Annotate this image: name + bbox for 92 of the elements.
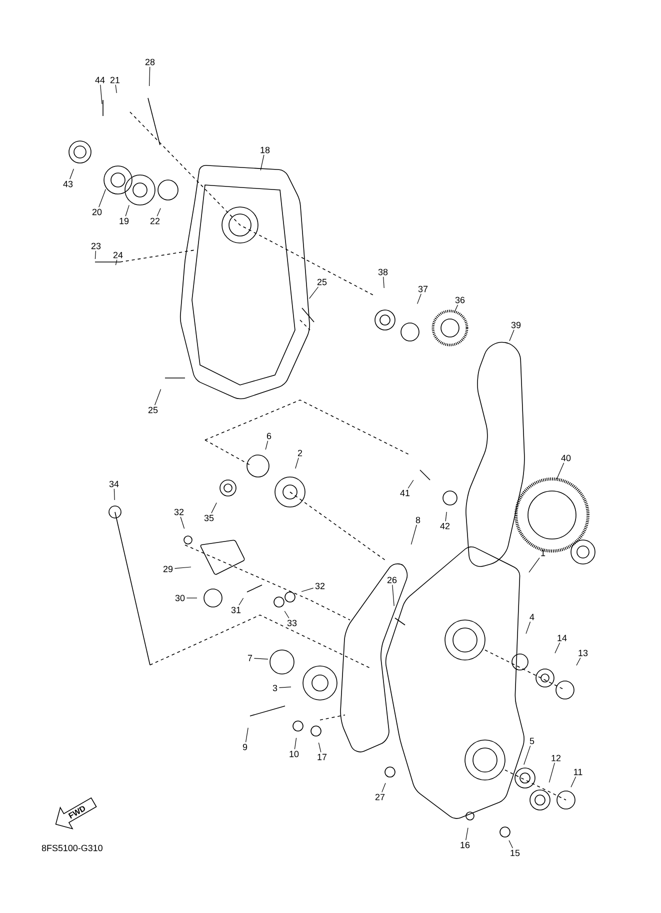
callout-number: 25	[317, 278, 327, 286]
leader-line	[174, 566, 192, 569]
callout-number: 7	[248, 654, 252, 662]
leader-line	[556, 462, 564, 480]
callout-number: 40	[561, 454, 571, 462]
callout-number: 13	[578, 650, 588, 656]
leader-line	[570, 776, 576, 788]
leader-line	[509, 330, 514, 342]
leader-line	[392, 584, 394, 606]
callout-number: 27	[375, 794, 385, 800]
callout-number: 23	[91, 242, 101, 250]
callout-number: 33	[287, 620, 297, 626]
callout-number: 39	[511, 322, 521, 328]
leader-line	[526, 621, 531, 634]
leader-line	[508, 840, 513, 848]
leader-line	[94, 250, 96, 260]
leader-line	[524, 746, 531, 765]
leader-line	[211, 502, 217, 514]
callout-number: 4	[530, 614, 534, 620]
leader-line	[238, 598, 244, 606]
callout-number: 44	[95, 76, 105, 84]
leader-line	[445, 512, 447, 522]
leader-line	[70, 168, 74, 180]
callout-number: 32	[174, 508, 184, 516]
callout-number: 2	[298, 450, 302, 456]
callout-number: 10	[290, 750, 299, 758]
callout-number: 20	[92, 208, 102, 216]
callout-number: 25	[148, 406, 158, 414]
leader-line	[528, 557, 540, 573]
leader-line	[156, 208, 161, 216]
callout-number: 14	[558, 634, 567, 642]
leader-line	[318, 742, 322, 753]
callout-number: 17	[318, 754, 327, 760]
callout-number: 32	[315, 582, 325, 590]
leader-line	[383, 276, 384, 288]
leader-line	[125, 204, 130, 216]
leader-line	[115, 260, 118, 266]
callout-number: 38	[378, 268, 388, 276]
leader-line	[466, 828, 468, 840]
leader-line	[408, 480, 414, 489]
callout-number: 22	[150, 218, 160, 224]
callout-number: 35	[204, 514, 214, 522]
callout-number: 5	[530, 738, 534, 744]
callout-number: 9	[242, 744, 248, 750]
leader-line	[410, 524, 417, 545]
leader-line	[149, 66, 150, 86]
leader-line	[260, 154, 264, 171]
callout-number: 19	[120, 218, 129, 224]
leader-line	[554, 642, 560, 654]
leader-line	[548, 762, 555, 783]
callout-number: 18	[260, 146, 270, 154]
leader-line	[265, 440, 268, 450]
callout-number: 37	[418, 286, 428, 292]
leader-line	[382, 782, 386, 792]
leader-line	[294, 738, 297, 750]
callout-number: 24	[113, 252, 123, 258]
callout-number: 30	[175, 594, 185, 602]
callout-number: 31	[231, 606, 241, 614]
callout-number: 15	[510, 850, 520, 856]
diagram-code: 8FS5100-G310	[42, 844, 102, 852]
callout-number: 3	[272, 684, 278, 692]
callout-number: 36	[455, 296, 465, 304]
callout-number: 42	[440, 522, 450, 530]
leader-line	[98, 188, 106, 208]
leader-line	[295, 458, 299, 469]
callout-number: 43	[63, 180, 73, 188]
callout-number: 26	[387, 576, 397, 584]
leader-line	[309, 286, 319, 299]
callout-number: 16	[460, 842, 470, 848]
callout-number: 8	[416, 516, 420, 524]
callout-number: 6	[266, 432, 272, 440]
leader-line	[114, 488, 115, 500]
leader-line	[180, 516, 185, 529]
leader-line	[301, 588, 314, 592]
callout-number: 1	[541, 550, 546, 556]
callout-number: 28	[145, 58, 155, 66]
callout-number: 41	[400, 490, 410, 496]
callout-number: 29	[163, 566, 173, 572]
leader-line	[254, 658, 268, 660]
callout-number: 11	[574, 768, 582, 776]
leader-line	[115, 84, 117, 94]
leader-line	[576, 658, 581, 666]
leader-line	[284, 610, 290, 618]
leader-line	[454, 304, 458, 313]
leader-line	[278, 686, 292, 688]
callout-number: 34	[109, 480, 119, 488]
leader-line	[154, 388, 162, 406]
callout-number: 21	[110, 76, 120, 84]
callout-number: 12	[552, 754, 561, 762]
leader-line	[100, 84, 102, 104]
leader-line	[245, 728, 248, 742]
leader-line	[417, 294, 422, 304]
